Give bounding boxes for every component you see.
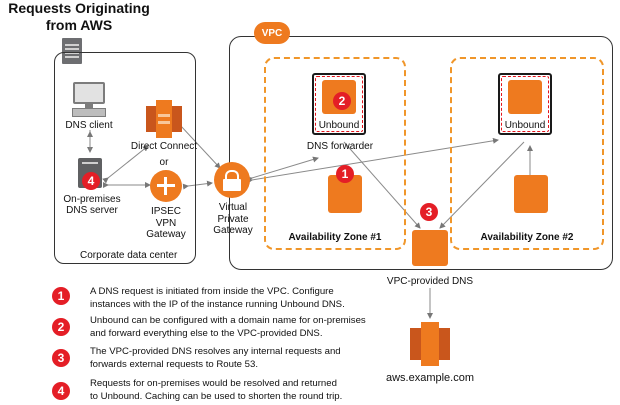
lock-icon xyxy=(214,162,250,198)
note-1-line1: A DNS request is initiated from inside t… xyxy=(90,286,334,297)
step-3-badge: 3 xyxy=(420,203,438,221)
arrow-dx-vpg xyxy=(174,119,221,169)
note-2-line1: Unbound can be configured with a domain … xyxy=(90,315,366,326)
note-4-badge: 4 xyxy=(52,382,70,400)
arrow-unbound2-vpcdns xyxy=(439,141,525,229)
vpg-label: Virtual Private Gateway xyxy=(213,202,253,236)
vpc-cloud-icon xyxy=(254,22,290,44)
note-4-line2: to Unbound. Caching can be used to short… xyxy=(90,390,343,402)
vpc-dns-instance xyxy=(412,230,448,266)
note-2-badge: 2 xyxy=(52,318,70,336)
unbound-1-label: Unbound xyxy=(318,120,360,131)
dns-forwarder-label: DNS forwarder xyxy=(306,141,374,152)
vpc-dns-label: VPC-provided DNS xyxy=(386,276,474,287)
az2-client-instance xyxy=(514,175,548,213)
note-3-badge: 3 xyxy=(52,349,70,367)
note-1-line2: instances with the IP of the instance ru… xyxy=(90,298,345,310)
or-label: or xyxy=(159,157,169,168)
vpn-gateway-icon xyxy=(150,170,182,202)
direct-connect-icon xyxy=(146,100,182,138)
route53-domain-label: aws.example.com xyxy=(385,372,475,384)
note-3-line2: forwards external requests to Route 53. xyxy=(90,358,258,370)
arrow-vpg-unbound2 xyxy=(246,137,499,184)
az1-label: Availability Zone #1 xyxy=(288,232,382,243)
onprem-dns-label: On-premises DNS server xyxy=(63,194,121,216)
note-1-badge: 1 xyxy=(52,287,70,305)
note-2-text: Unbound can be configured with a domain … xyxy=(90,315,366,340)
note-4-text: Requests for on-premises would be resolv… xyxy=(90,378,342,403)
step-1-badge: 1 xyxy=(336,165,354,183)
az2-label: Availability Zone #2 xyxy=(480,232,574,243)
note-3-text: The VPC-provided DNS resolves any intern… xyxy=(90,346,341,371)
arrow-server-dx xyxy=(102,145,149,184)
unbound-2-label: Unbound xyxy=(504,120,546,131)
dns-client-label: DNS client xyxy=(65,120,113,131)
arrow-unbound1-vpcdns xyxy=(343,141,421,229)
page-title: Requests Originating from AWS xyxy=(4,0,154,34)
unbound-2-instance xyxy=(508,80,542,114)
title-text: Requests Originating from AWS xyxy=(8,0,150,33)
step-2-badge: 2 xyxy=(333,92,351,110)
unbound-2-highlight xyxy=(498,73,552,135)
note-2-line2: and forward everything else to the VPC-p… xyxy=(90,327,323,339)
ipsec-label: IPSEC VPN Gateway xyxy=(146,206,186,240)
direct-connect-label: Direct Connect xyxy=(130,141,198,152)
step-4-badge: 4 xyxy=(82,172,100,190)
corporate-label: Corporate data center xyxy=(80,250,178,261)
note-1-text: A DNS request is initiated from inside t… xyxy=(90,286,345,311)
vpc-tag: VPC xyxy=(261,28,283,39)
vpc-container xyxy=(229,36,613,270)
availability-zone-1 xyxy=(264,57,406,250)
computer-icon xyxy=(72,82,106,118)
route53-icon xyxy=(410,322,450,366)
note-4-line1: Requests for on-premises would be resolv… xyxy=(90,378,337,389)
unbound-1-highlight xyxy=(312,73,366,135)
building-icon xyxy=(62,38,82,64)
corporate-data-center xyxy=(54,52,196,264)
note-3-line1: The VPC-provided DNS resolves any intern… xyxy=(90,346,341,357)
arrow-vpn-vpg xyxy=(182,180,213,190)
availability-zone-2 xyxy=(450,57,604,250)
